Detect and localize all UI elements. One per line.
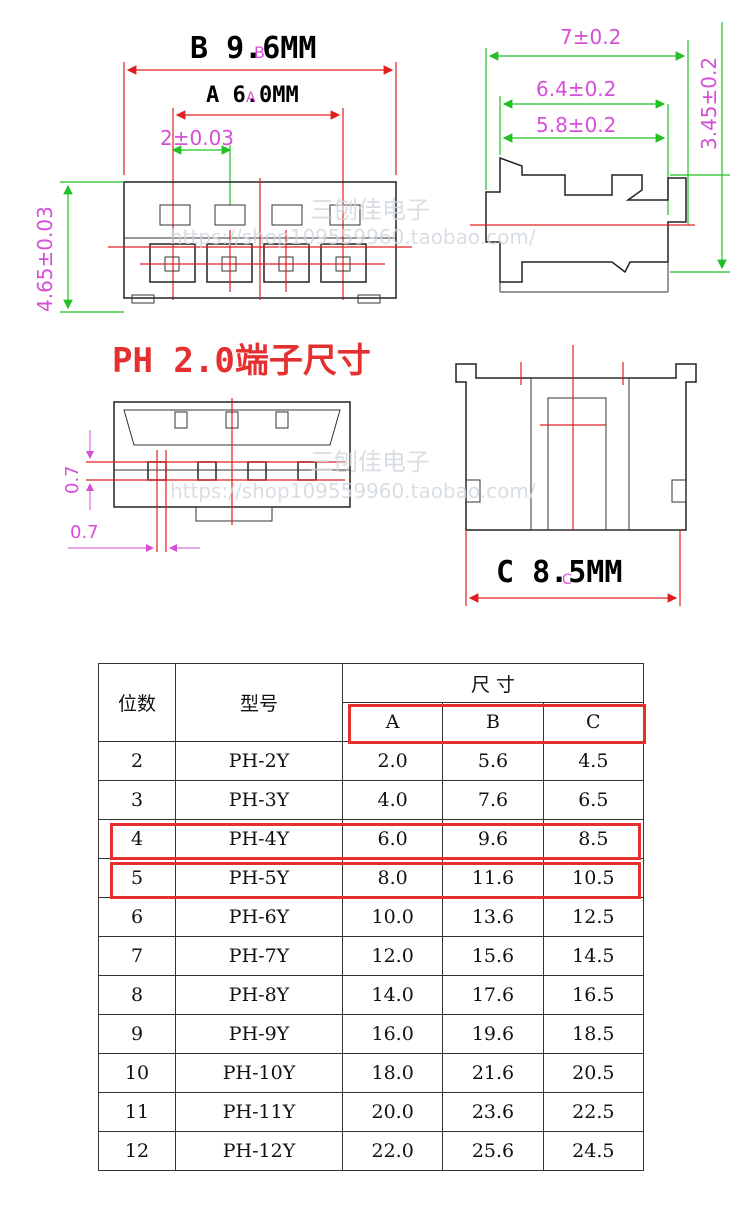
cell-c: 16.5 (542, 975, 645, 1015)
side-inner-label: 5.8±0.2 (536, 113, 616, 137)
header-positions: 位数 (98, 663, 176, 742)
cell-a: 10.0 (341, 897, 444, 937)
header-b: B (442, 702, 544, 742)
cell-b: 13.6 (442, 897, 544, 937)
top-view: C 8.5MM C (455, 345, 697, 606)
cell-positions: 7 (98, 936, 176, 976)
cell-a: 2.0 (341, 741, 444, 781)
cell-a: 22.0 (341, 1131, 444, 1171)
cell-model: PH-10Y (175, 1053, 343, 1093)
cell-model: PH-2Y (175, 741, 343, 781)
a-dimension-label: A 6.0MM (206, 83, 299, 108)
header-model: 型号 (175, 663, 343, 742)
cell-positions: 12 (98, 1131, 176, 1171)
cell-b: 5.6 (442, 741, 544, 781)
highlight-row-4 (110, 823, 641, 860)
cell-positions: 9 (98, 1014, 176, 1054)
header-a: A (341, 702, 444, 742)
b-marker: B (254, 43, 265, 62)
technical-drawing: B 9.6MM B A 6.0MM A 2±0.03 (33, 22, 730, 606)
cell-c: 4.5 (542, 741, 645, 781)
c-dimension-label: C 8.5MM (496, 555, 622, 590)
cell-a: 14.0 (341, 975, 444, 1015)
side-height-label: 3.45±0.2 (697, 57, 721, 150)
cell-a: 4.0 (341, 780, 444, 820)
cell-a: 12.0 (341, 936, 444, 976)
a-marker: A (246, 90, 256, 106)
height-label: 4.65±0.03 (33, 206, 57, 312)
watermark-shop: 三刨佳电子 (310, 196, 430, 224)
cell-model: PH-7Y (175, 936, 343, 976)
cell-model: PH-6Y (175, 897, 343, 937)
cell-c: 18.5 (542, 1014, 645, 1054)
side-view: 7±0.2 6.4±0.2 5.8±0.2 3.45±0.2 (470, 22, 730, 293)
c-marker: C (562, 572, 572, 588)
cell-positions: 3 (98, 780, 176, 820)
cell-b: 19.6 (442, 1014, 544, 1054)
cell-c: 20.5 (542, 1053, 645, 1093)
highlight-row-5 (110, 862, 641, 899)
front-view: B 9.6MM B A 6.0MM A 2±0.03 (33, 31, 412, 313)
diagram-title: PH 2.0端子尺寸 (112, 341, 371, 381)
watermark-url: https://shop109559960.taobao.com/ (170, 225, 536, 249)
cell-b: 17.6 (442, 975, 544, 1015)
cell-positions: 6 (98, 897, 176, 937)
cell-model: PH-8Y (175, 975, 343, 1015)
cell-c: 6.5 (542, 780, 645, 820)
cell-c: 24.5 (542, 1131, 645, 1171)
cell-c: 12.5 (542, 897, 645, 937)
bottom-view: 0.7 0.7 (62, 398, 351, 552)
cell-a: 18.0 (341, 1053, 444, 1093)
cell-model: PH-9Y (175, 1014, 343, 1054)
cell-a: 16.0 (341, 1014, 444, 1054)
side-width-label: 7±0.2 (560, 25, 621, 49)
pitch-label: 2±0.03 (160, 126, 234, 150)
cell-c: 22.5 (542, 1092, 645, 1132)
watermark-url: https://shop109559960.taobao.com/ (170, 479, 536, 503)
cell-positions: 2 (98, 741, 176, 781)
highlight-abc-header (348, 704, 646, 744)
cell-b: 23.6 (442, 1092, 544, 1132)
cell-b: 21.6 (442, 1053, 544, 1093)
header-size: 尺 寸 (342, 663, 644, 703)
pin-h-label: 0.7 (70, 522, 99, 543)
pin-v-label: 0.7 (62, 465, 83, 494)
cell-b: 15.6 (442, 936, 544, 976)
cell-positions: 11 (98, 1092, 176, 1132)
cell-model: PH-12Y (175, 1131, 343, 1171)
cell-b: 7.6 (442, 780, 544, 820)
cell-model: PH-3Y (175, 780, 343, 820)
side-mid-label: 6.4±0.2 (536, 77, 616, 101)
cell-model: PH-11Y (175, 1092, 343, 1132)
cell-c: 14.5 (542, 936, 645, 976)
cell-positions: 10 (98, 1053, 176, 1093)
watermark-shop: 三刨佳电子 (310, 448, 430, 476)
b-dimension-label: B 9.6MM (190, 31, 316, 66)
cell-b: 25.6 (442, 1131, 544, 1171)
header-c: C (542, 702, 645, 742)
cell-a: 20.0 (341, 1092, 444, 1132)
cell-positions: 8 (98, 975, 176, 1015)
